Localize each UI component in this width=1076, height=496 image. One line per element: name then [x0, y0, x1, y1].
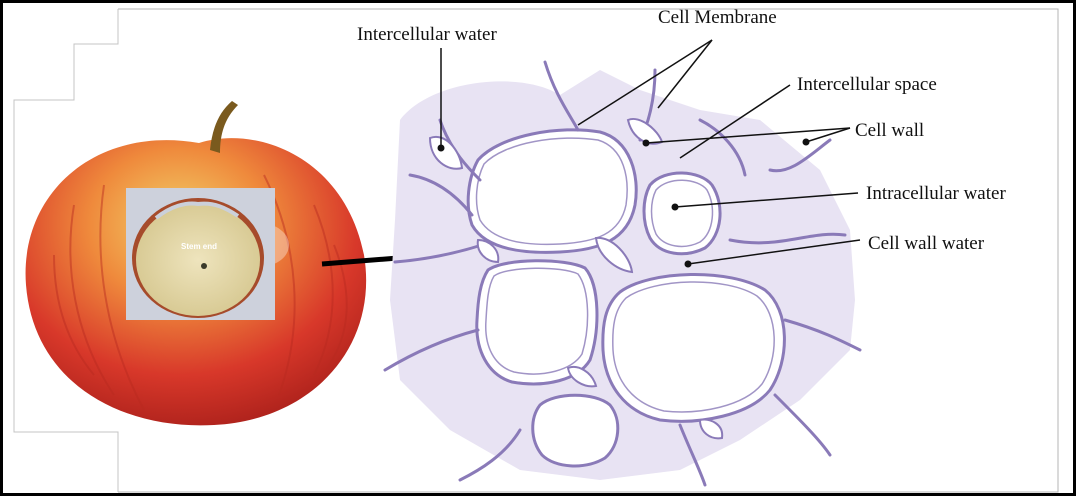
- cell-bottom: [533, 395, 618, 466]
- cell-small-right: [644, 173, 720, 254]
- cell-left-middle: [477, 261, 597, 384]
- label-cell-membrane: Cell Membrane: [658, 8, 777, 27]
- label-intracellular-water: Intracellular water: [866, 184, 1006, 203]
- label-intercellular-water: Intercellular water: [357, 25, 497, 44]
- label-cell-wall-water: Cell wall water: [868, 234, 984, 253]
- label-intercellular-space: Intercellular space: [797, 75, 937, 94]
- label-cell-wall: Cell wall: [855, 121, 924, 140]
- intercellular-network: [390, 70, 855, 480]
